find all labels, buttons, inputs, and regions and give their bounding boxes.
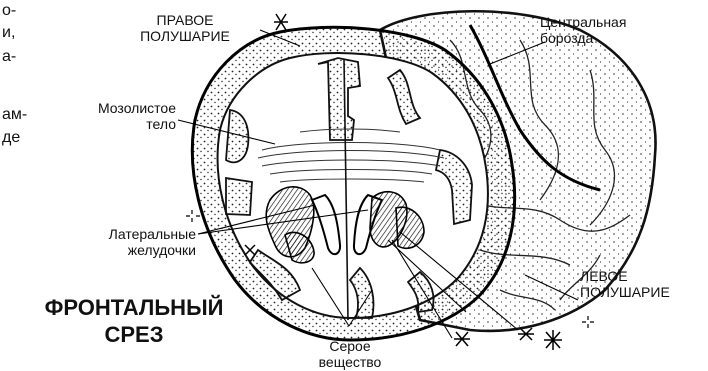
figure-title: ФРОНТАЛЬНЫЙ СРЕЗ xyxy=(28,294,240,348)
text-fragment-4: ам- xyxy=(2,104,27,125)
label-central-sulcus-line1: Центральная xyxy=(540,14,626,30)
label-lateral-ventricles-line2: желудочки xyxy=(60,242,196,258)
label-left-hemisphere-line1: ЛЕВОЕ xyxy=(580,268,670,284)
label-gray-matter-line2: вещество xyxy=(312,354,388,370)
label-lateral-ventricles: Латеральные желудочки xyxy=(60,226,196,258)
figure-title-line2: СРЕЗ xyxy=(28,321,240,348)
label-corpus-callosum-line1: Мозолистое xyxy=(56,100,176,116)
label-gray-matter: Серое вещество xyxy=(312,338,388,370)
text-fragment-3: а- xyxy=(2,46,16,67)
text-fragment-1: о- xyxy=(2,0,16,21)
text-fragment-2: и, xyxy=(2,22,15,43)
label-corpus-callosum: Мозолистое тело xyxy=(56,100,176,132)
text-fragment-5: де xyxy=(2,127,20,148)
label-right-hemisphere-line2: ПОЛУШАРИЕ xyxy=(118,28,252,44)
label-left-hemisphere: ЛЕВОЕ ПОЛУШАРИЕ xyxy=(580,268,670,300)
label-central-sulcus: Центральная борозда xyxy=(540,14,626,46)
label-gray-matter-line1: Серое xyxy=(312,338,388,354)
figure-title-line1: ФРОНТАЛЬНЫЙ xyxy=(28,294,240,321)
label-lateral-ventricles-line1: Латеральные xyxy=(60,226,196,242)
label-right-hemisphere: ПРАВОЕ ПОЛУШАРИЕ xyxy=(118,12,252,44)
label-central-sulcus-line2: борозда xyxy=(540,30,626,46)
label-corpus-callosum-line2: тело xyxy=(56,116,176,132)
label-right-hemisphere-line1: ПРАВОЕ xyxy=(118,12,252,28)
label-left-hemisphere-line2: ПОЛУШАРИЕ xyxy=(580,284,670,300)
